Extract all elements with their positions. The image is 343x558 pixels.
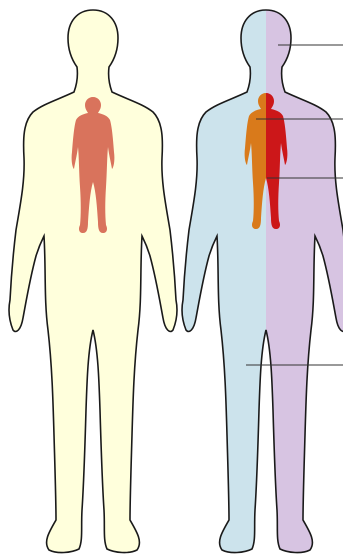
left-body-figure — [9, 10, 177, 553]
right-body-left-half — [182, 10, 343, 553]
right-body-figure — [182, 10, 343, 553]
left-body-silhouette — [9, 10, 177, 553]
